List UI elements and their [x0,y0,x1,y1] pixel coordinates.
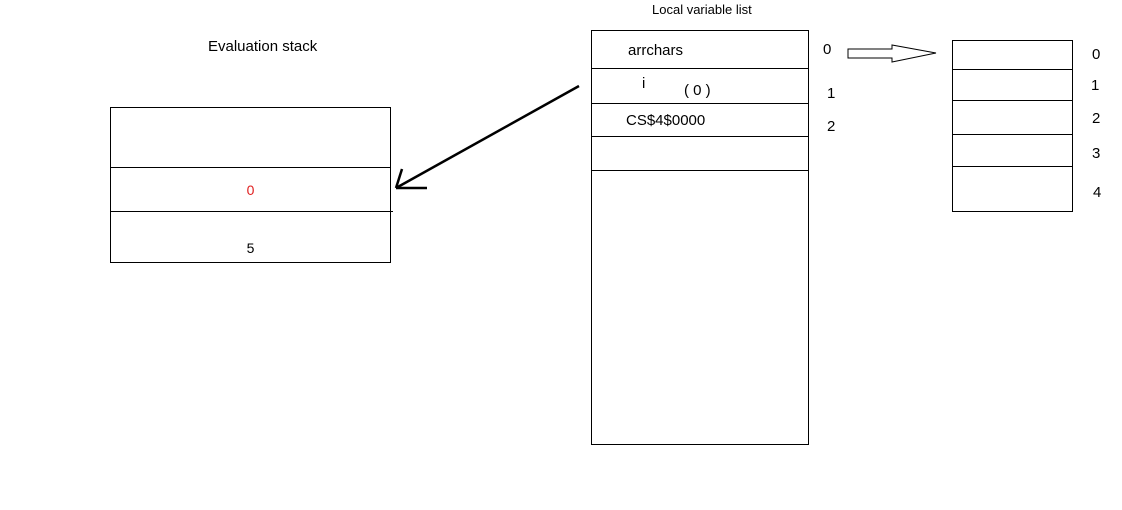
reference-arrow-icon [847,44,937,63]
array-index: 3 [1092,145,1101,162]
array-index: 1 [1091,77,1100,94]
variable-name: CS$4$0000 [626,112,706,129]
variable-index: 2 [827,118,836,135]
stack-slot-value: 5 [246,240,255,256]
variable-name: i [642,75,646,92]
variable-value: ( 0 ) [684,82,711,99]
variable-name: arrchars [628,42,684,59]
load-arrow-icon [395,84,580,190]
evaluation-stack: 0 5 [110,107,393,263]
array-index: 0 [1092,46,1101,63]
local-variable-list [591,30,809,445]
array-box [952,40,1073,212]
stack-slot-value: 0 [246,182,255,198]
array-index: 4 [1093,184,1102,201]
variable-index: 0 [823,41,832,58]
local-variable-list-title: Local variable list [652,2,752,17]
variable-index: 1 [827,85,836,102]
evaluation-stack-title: Evaluation stack [208,38,318,55]
array-index: 2 [1092,110,1101,127]
